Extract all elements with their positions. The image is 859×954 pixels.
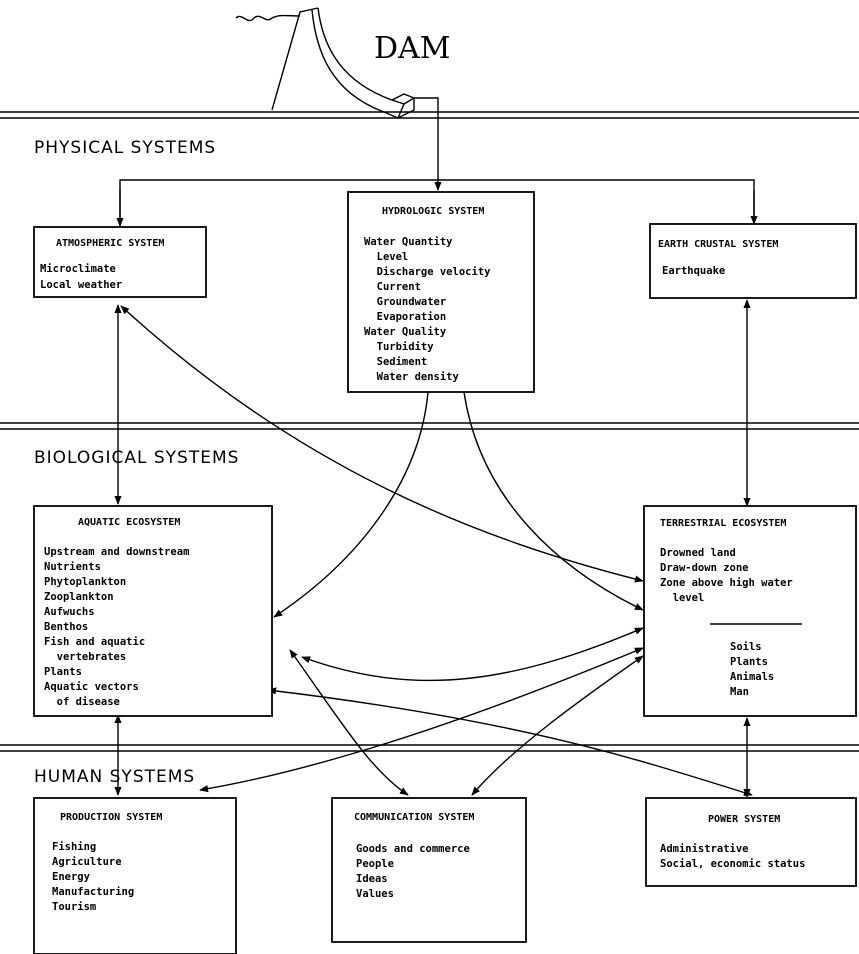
production-line-3: Energy (52, 871, 91, 883)
production-line-4: Manufacturing (52, 886, 134, 898)
power-system-box: POWER SYSTEM Administrative Social, econ… (645, 797, 857, 887)
hydrologic-line-4: Current (364, 281, 421, 293)
terrestrial-line-4: level (660, 592, 704, 604)
section-physical: PHYSICAL SYSTEMS (34, 138, 216, 158)
aquatic-line-1: Upstream and downstream (44, 546, 189, 558)
terrestrial-ecosystem-box: TERRESTRIAL ECOSYSTEM Drowned land Draw-… (643, 505, 857, 717)
hydrologic-system-title: HYDROLOGIC SYSTEM (382, 206, 484, 217)
aquatic-line-5: Aufwuchs (44, 606, 95, 618)
earth-line-1: Earthquake (662, 265, 725, 277)
aquatic-ecosystem-title: AQUATIC ECOSYSTEM (78, 517, 180, 528)
production-system-frame (33, 797, 237, 954)
aquatic-line-6: Benthos (44, 621, 88, 633)
section-biological: BIOLOGICAL SYSTEMS (34, 448, 239, 468)
hydrologic-system-frame (347, 191, 535, 393)
earth-crustal-system-title: EARTH CRUSTAL SYSTEM (658, 239, 778, 250)
production-line-1: Fishing (52, 841, 96, 853)
section-human: HUMAN SYSTEMS (34, 767, 195, 787)
terrestrial-subline-1: Soils (730, 641, 762, 653)
aquatic-line-11: of disease (44, 696, 120, 708)
atmospheric-system-frame (33, 226, 207, 298)
earth-crustal-system-frame (649, 223, 857, 299)
hydrologic-line-2: Level (364, 251, 408, 263)
terrestrial-communication-arrow (471, 655, 644, 796)
production-line-5: Tourism (52, 901, 96, 913)
production-line-2: Agriculture (52, 856, 122, 868)
communication-line-4: Values (356, 888, 394, 900)
hydrologic-line-8: Turbidity (364, 341, 434, 353)
hydrologic-line-6: Evaporation (364, 311, 446, 323)
terrestrial-ecosystem-frame (643, 505, 857, 717)
production-system-title: PRODUCTION SYSTEM (60, 812, 162, 823)
hydrologic-terrestrial-arrow (463, 391, 644, 611)
communication-system-frame (331, 797, 527, 943)
atmospheric-line-2: Local weather (40, 279, 122, 291)
atmospheric-system-box: ATMOSPHERIC SYSTEM Microclimate Local we… (33, 226, 207, 298)
power-system-title: POWER SYSTEM (708, 814, 780, 825)
relationship-arrows (114, 299, 753, 798)
power-system-frame (645, 797, 857, 887)
communication-line-3: Ideas (356, 873, 388, 885)
atmospheric-terrestrial-arrow (120, 305, 644, 583)
hydrologic-line-10: Water density (364, 371, 460, 383)
production-system-box: PRODUCTION SYSTEM Fishing Agriculture En… (33, 797, 237, 954)
terrestrial-line-1: Drowned land (660, 547, 736, 559)
hydrologic-line-9: Sediment (364, 356, 427, 368)
hydrologic-aquatic-arrow (273, 391, 429, 618)
terrestrial-subline-3: Animals (730, 671, 774, 683)
dam-illustration: DAM (235, 7, 450, 120)
aquatic-line-7: Fish and aquatic (44, 636, 145, 648)
earth-crustal-system-box: EARTH CRUSTAL SYSTEM Earthquake (649, 223, 857, 299)
communication-line-2: People (356, 858, 394, 870)
aquatic-ecosystem-frame (33, 505, 273, 717)
aquatic-line-8: vertebrates (44, 651, 126, 663)
terrestrial-subline-4: Man (730, 686, 749, 698)
hydrologic-system-box: HYDROLOGIC SYSTEM Water Quantity Level D… (347, 191, 535, 393)
aquatic-line-9: Plants (44, 666, 82, 678)
aquatic-line-2: Nutrients (44, 561, 101, 573)
aquatic-line-3: Phytoplankton (44, 576, 126, 588)
terrestrial-ecosystem-title: TERRESTRIAL ECOSYSTEM (660, 518, 786, 529)
terrestrial-aquatic-arrow (301, 627, 644, 682)
terrestrial-subline-2: Plants (730, 656, 768, 668)
atmospheric-system-title: ATMOSPHERIC SYSTEM (56, 238, 164, 249)
power-line-2: Social, economic status (660, 858, 805, 870)
aquatic-line-10: Aquatic vectors (44, 681, 139, 693)
dam-label: DAM (374, 31, 450, 66)
communication-line-1: Goods and commerce (356, 843, 470, 855)
terrestrial-line-2: Draw-down zone (660, 562, 749, 574)
atmospheric-line-1: Microclimate (40, 263, 116, 275)
hydrologic-line-5: Groundwater (364, 296, 446, 308)
power-line-1: Administrative (660, 843, 749, 855)
hydrologic-line-3: Discharge velocity (364, 266, 491, 278)
hydrologic-line-1: Water Quantity (364, 236, 453, 248)
aquatic-line-4: Zooplankton (44, 591, 114, 603)
communication-system-title: COMMUNICATION SYSTEM (354, 812, 474, 823)
communication-system-box: COMMUNICATION SYSTEM Goods and commerce … (331, 797, 527, 943)
aquatic-ecosystem-box: AQUATIC ECOSYSTEM Upstream and downstrea… (33, 505, 273, 717)
aquatic-communication-arrow (289, 649, 409, 796)
hydrologic-line-7: Water Quality (364, 326, 447, 338)
terrestrial-line-3: Zone above high water (660, 577, 793, 589)
